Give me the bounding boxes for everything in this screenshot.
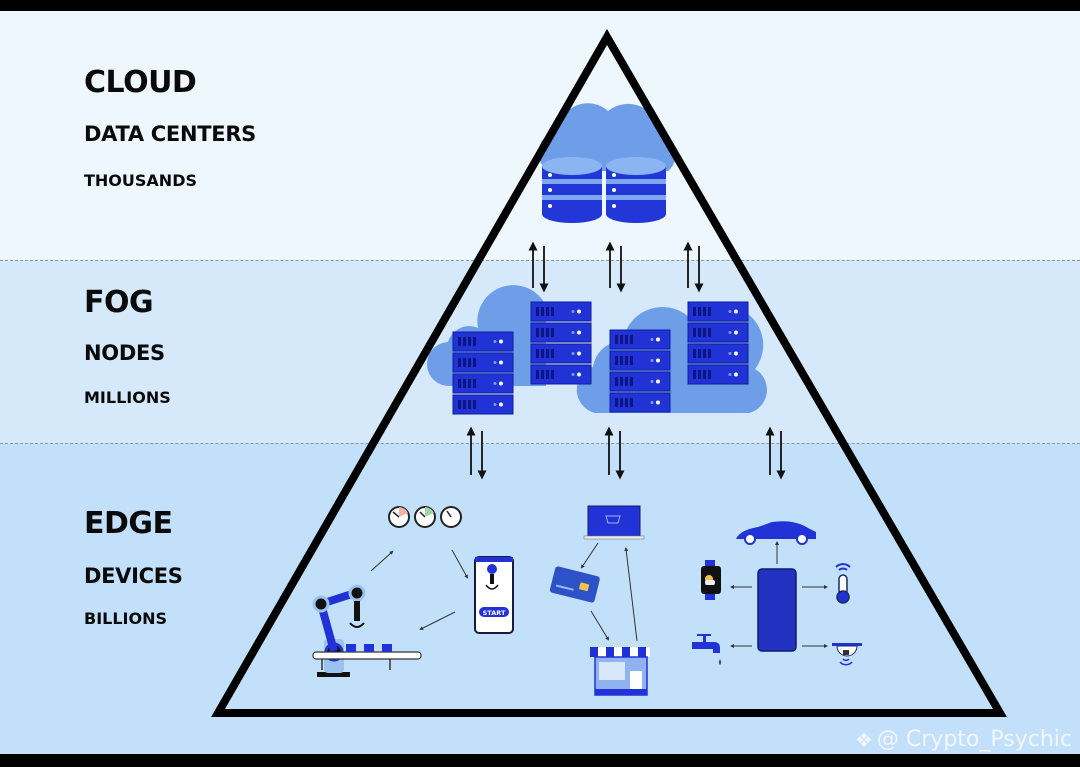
car-icon xyxy=(736,521,816,545)
gauge-icon xyxy=(388,506,410,528)
edge-tier-title: EDGE xyxy=(84,506,173,541)
laptop-shop-icon xyxy=(583,505,645,540)
edge-tier-band xyxy=(0,443,1080,754)
database-icon xyxy=(542,157,602,223)
fog-tier-count: MILLIONS xyxy=(84,388,171,407)
database-icon xyxy=(606,157,666,223)
industrial-iot-scenario: START xyxy=(312,506,514,677)
cloud-tier-count: THOUSANDS xyxy=(84,171,197,190)
water-tap-icon xyxy=(692,634,721,665)
smartphone-hub-icon xyxy=(757,568,797,652)
gauge-icon xyxy=(440,506,462,528)
flow-arrows xyxy=(370,549,468,630)
cloud-tier-title: CLOUD xyxy=(84,65,197,100)
edge-tier-subtitle: DEVICES xyxy=(84,564,183,588)
security-camera-icon xyxy=(832,643,862,666)
smart-thermometer-icon xyxy=(835,563,851,604)
watermark-text: @ Crypto_Psychic xyxy=(876,727,1072,752)
binance-diamond-icon: ❖ xyxy=(854,727,873,752)
pyramid-diagram: START xyxy=(211,29,1007,717)
fog-edge-arrows xyxy=(466,426,786,480)
pyramid-outline xyxy=(211,29,1007,717)
fog-nodes-group xyxy=(426,285,767,414)
cloud-tier-band xyxy=(0,11,1080,260)
edge-tier-count: BILLIONS xyxy=(84,609,168,628)
diagram-canvas: CLOUD DATA CENTERS THOUSANDS FOG NODES M… xyxy=(0,11,1080,754)
watermark: ❖ @ Crypto_Psychic xyxy=(855,727,1072,752)
smartphone-control-icon: START xyxy=(474,556,514,634)
ecommerce-scenario xyxy=(549,505,650,696)
storefront-icon xyxy=(590,647,650,696)
cloud-tier-subtitle: DATA CENTERS xyxy=(84,122,257,146)
fog-tier-subtitle: NODES xyxy=(84,341,165,365)
smartwatch-icon xyxy=(701,560,721,600)
start-button: START xyxy=(483,609,506,617)
fog-tier-title: FOG xyxy=(84,285,154,320)
credit-card-icon xyxy=(549,566,600,603)
cloud-fog-arrows xyxy=(528,241,704,293)
conveyor-belt-icon xyxy=(312,644,422,670)
gauge-icon xyxy=(414,506,436,528)
smart-home-scenario xyxy=(692,521,862,666)
gauge-icons xyxy=(388,506,462,528)
cloud-data-center-icon xyxy=(538,103,676,223)
